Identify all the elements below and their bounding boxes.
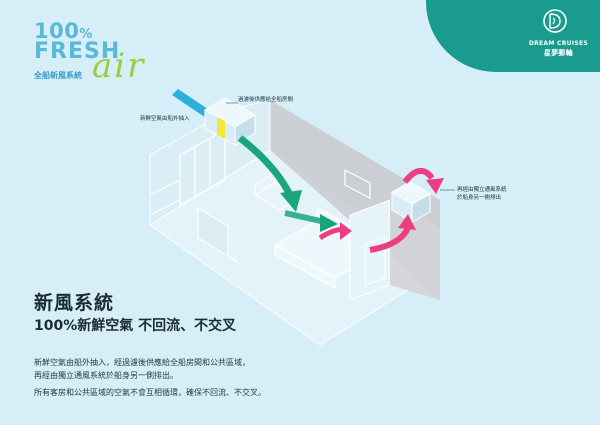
section-subtitle: 100%新鮮空氣 不回流、不交叉 (34, 318, 237, 334)
description-line-1: 新鮮空氣由船外抽入，經過濾後供應給全船房間和公共區域， (34, 358, 250, 367)
callout-exhaust: 再經由獨立通風系統 於船身另一側排出 (457, 186, 507, 202)
tv (197, 206, 239, 263)
room-air-arrow-head (340, 222, 352, 240)
brand-percent-number: 100 (34, 19, 80, 43)
brand-percent: 100% (34, 19, 120, 43)
supply-arrow (237, 135, 294, 197)
exhaust-unit (391, 181, 431, 223)
brand-fresh: FRESH (34, 39, 121, 64)
brand-wordmark: 100% FRESH (34, 19, 120, 64)
brand-air-script: air (92, 46, 146, 86)
callout-filter: 過濾後供應給全船房間 (238, 97, 294, 103)
description-line-2: 再經由獨立通風系統於船身另一側排出。 (34, 371, 178, 380)
callout-intake: 新鮮空氣由船外抽入 (140, 116, 190, 122)
exhaust-arrow-out-head (426, 178, 444, 194)
section-title: 新風系統 (34, 292, 115, 314)
logo-text: DREAM CRUISES 星夢郵輪 (529, 40, 588, 58)
wall-picture (344, 169, 371, 199)
logo-name-zh: 星夢郵輪 (543, 49, 574, 57)
callout-exhaust-line2: 於船身另一側排出 (457, 195, 502, 201)
air-handling-unit (204, 97, 256, 146)
exhaust-arrow-up-head (398, 214, 416, 230)
logo-name-en: DREAM CRUISES (528, 40, 588, 47)
exhaust-arrow-out (402, 168, 435, 184)
brand-percent-sign: % (79, 27, 93, 42)
supply-arrow-head (280, 190, 302, 212)
exhaust-arrow-up (369, 226, 411, 253)
callout-exhaust-line1: 再經由獨立通風系統 (457, 187, 507, 193)
supply-arrow-2-head (320, 214, 338, 232)
brand-subtitle: 全船新風系統 (34, 71, 82, 80)
dream-cruises-logo-icon (543, 9, 567, 33)
description-line-3: 所有客房和公共區域的空氣不會互相循環，確保不回流、不交叉。 (34, 388, 266, 397)
supply-arrow-2 (284, 210, 326, 225)
